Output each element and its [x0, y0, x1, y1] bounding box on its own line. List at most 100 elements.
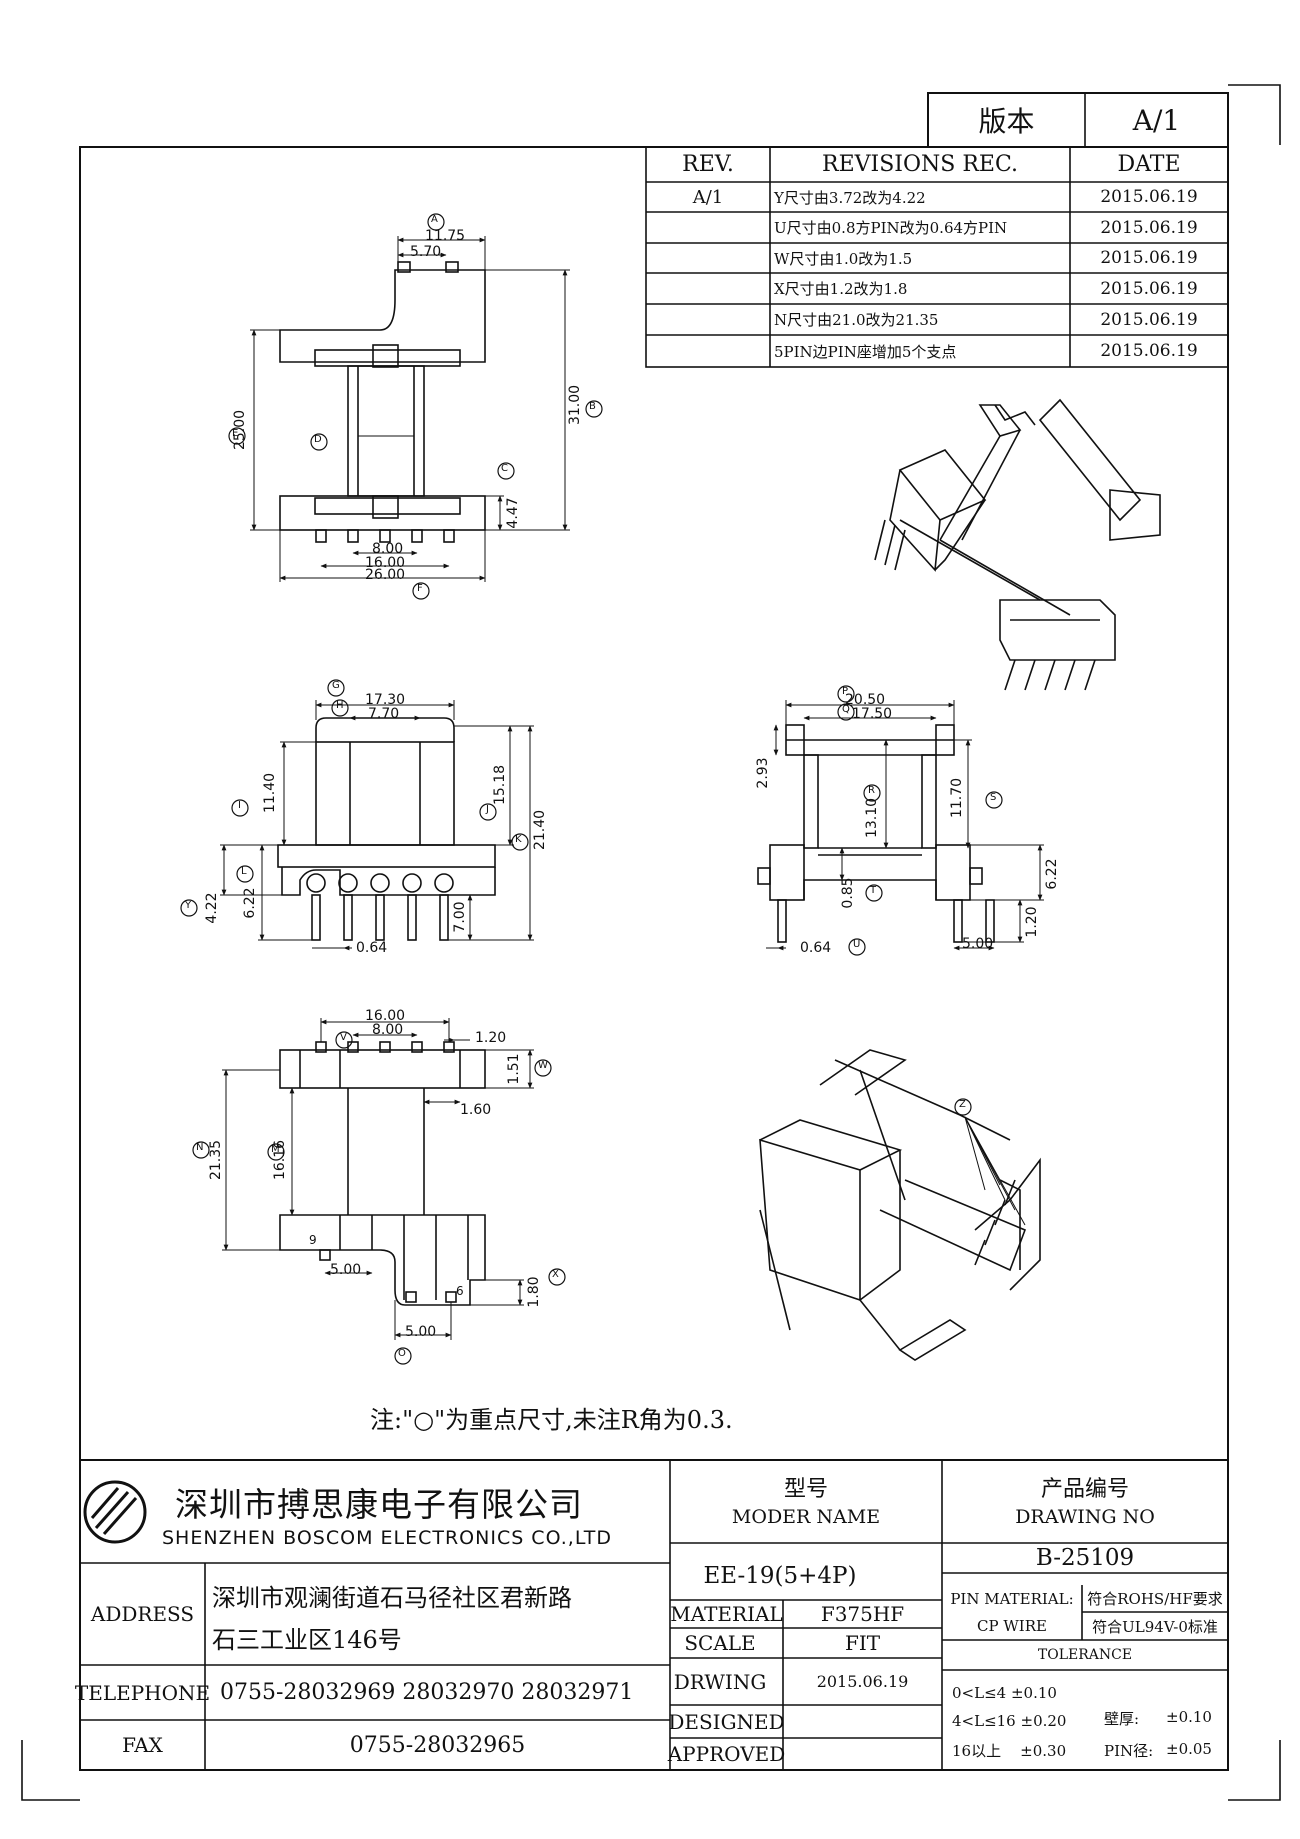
address-line-1: 深圳市观澜街道石马径社区君新路 — [212, 1584, 572, 1612]
isometric-view-bottom — [759, 1049, 1041, 1361]
revisions-rec-header: REVISIONS REC. — [822, 152, 1018, 177]
drawing-label-cn: 产品编号 — [1040, 1477, 1129, 1502]
revision-row-rev — [646, 304, 770, 335]
dim-label: 1.51 — [506, 1053, 522, 1085]
dim-label: 1.80 — [526, 1276, 542, 1308]
telephone-label: TELEPHONE — [74, 1680, 211, 1705]
pin-number: 9 — [309, 1233, 317, 1247]
drawing-no-value: B-25109 — [1035, 1545, 1135, 1571]
dim-label: 20.50 — [845, 692, 886, 708]
model-value: EE-19(5+4P) — [703, 1563, 857, 1589]
dim-label: 5.70 — [410, 244, 442, 260]
dim-label: 4.47 — [505, 497, 521, 529]
marker-label: S — [990, 792, 997, 803]
marker-label: C — [501, 463, 508, 474]
dim-label: 17.50 — [852, 706, 893, 722]
marker-label: Y — [185, 900, 192, 911]
telephone-value: 0755-28032969 28032970 28032971 — [220, 1680, 634, 1705]
drwing-label: DRWING — [673, 1669, 767, 1694]
date-header: DATE — [1117, 152, 1181, 177]
dim-label: 11.40 — [262, 772, 278, 814]
dim-label: 21.35 — [208, 1139, 224, 1181]
pin-diameter-value: ±0.05 — [1166, 1740, 1212, 1758]
fax-value: 0755-28032965 — [349, 1732, 526, 1758]
side-view — [757, 685, 1044, 956]
revision-row-rec: Y尺寸由3.72改为4.22 — [774, 188, 926, 207]
revision-row-rec: U尺寸由0.8方PIN改为0.64方PIN — [774, 219, 1008, 237]
designed-label: DESIGNED — [668, 1709, 785, 1734]
marker-label: D — [314, 434, 322, 445]
revision-row-date: 2015.06.19 — [1100, 248, 1198, 268]
dim-label: 6.22 — [1044, 858, 1060, 890]
dim-label: 2.93 — [755, 757, 771, 789]
marker-label: V — [340, 1032, 347, 1043]
revision-row-rev — [646, 335, 770, 367]
marker-label: I — [238, 800, 241, 811]
revision-row-rev: A/1 — [692, 186, 724, 208]
tolerance-row: 16以上 ±0.30 — [952, 1742, 1067, 1760]
dim-label: 13.10 — [864, 797, 880, 839]
revision-row-rev — [646, 273, 770, 304]
marker-label: A — [431, 214, 438, 225]
wall-thickness-label: 壁厚: — [1104, 1710, 1140, 1728]
marker-label: N — [196, 1142, 204, 1153]
dim-label: 7.00 — [452, 901, 468, 933]
wall-thickness-value: ±0.10 — [1166, 1708, 1212, 1726]
company-name-en: SHENZHEN BOSCOM ELECTRONICS CO.,LTD — [162, 1527, 613, 1549]
dim-label: 8.00 — [372, 541, 404, 557]
tolerance-label: TOLERANCE — [1037, 1647, 1133, 1663]
company-name-cn: 深圳市搏思康电子有限公司 — [175, 1485, 583, 1524]
revision-row-date: 2015.06.19 — [1100, 309, 1198, 330]
pin-material-value: 符合ROHS/HF要求 — [1087, 1590, 1223, 1608]
revision-row-date: 2015.06.19 — [1100, 217, 1198, 238]
drwing-value: 2015.06.19 — [816, 1672, 909, 1691]
tolerance-row: 4<L≤16 ±0.20 — [952, 1712, 1067, 1730]
revision-row-rec: W尺寸由1.0改为1.5 — [774, 249, 913, 268]
dim-label: 1.20 — [1024, 906, 1040, 938]
marker-label: L — [241, 866, 247, 877]
drawing-note: 注:"○"为重点尺寸,未注R角为0.3. — [370, 1406, 733, 1434]
rev-header: REV. — [682, 152, 734, 177]
marker-label: H — [336, 700, 344, 711]
top-view — [228, 213, 603, 600]
dim-label: 0.64 — [356, 940, 388, 956]
dim-label: 26.00 — [365, 567, 406, 583]
dim-label: 21.40 — [532, 809, 548, 851]
revision-row-rec: N尺寸由21.0改为21.35 — [774, 311, 939, 329]
dim-label: 31.00 — [567, 384, 583, 426]
marker-label: K — [515, 834, 522, 845]
pin-material-label: PIN MATERIAL: — [950, 1589, 1074, 1608]
technical-drawing — [180, 213, 1161, 1365]
dim-label: 11.70 — [949, 777, 965, 819]
revision-row-date: 2015.06.19 — [1100, 187, 1198, 207]
dim-label: 16.00 — [365, 1008, 406, 1024]
revision-row-date: 2015.06.19 — [1100, 278, 1198, 299]
version-value: A/1 — [1132, 103, 1181, 137]
dim-label: 4.22 — [204, 892, 220, 924]
marker-label: J — [486, 804, 489, 815]
revision-row-rev — [646, 243, 770, 273]
bottom-view — [192, 1018, 566, 1365]
pin-number: 6 — [456, 1284, 464, 1298]
marker-label: X — [552, 1269, 559, 1280]
fax-label: FAX — [122, 1733, 163, 1757]
drawing-label-en: DRAWING NO — [1015, 1506, 1155, 1528]
isometric-view-top — [874, 398, 1161, 691]
dim-label: 15.18 — [492, 764, 508, 806]
model-label-cn: 型号 — [783, 1477, 828, 1502]
marker-label: R — [868, 785, 875, 796]
cp-wire-value: 符合UL94V-0标准 — [1092, 1617, 1218, 1636]
dim-label: 16.00 — [365, 555, 406, 571]
revision-row-rec: X尺寸由1.2改为1.8 — [774, 280, 908, 298]
dim-label: 5.00 — [405, 1324, 437, 1340]
marker-label: T — [870, 885, 877, 896]
cp-wire-label: CP WIRE — [977, 1617, 1047, 1635]
marker-label: Q — [842, 704, 850, 715]
marker-label: E — [232, 428, 239, 439]
model-label-en: MODER NAME — [731, 1506, 881, 1528]
dim-label: 6.22 — [242, 887, 258, 919]
dim-label: 0.85 — [840, 877, 856, 909]
marker-label: U — [853, 939, 861, 950]
address-line-2: 石三工业区146号 — [212, 1626, 402, 1654]
company-logo-icon — [83, 1480, 147, 1544]
